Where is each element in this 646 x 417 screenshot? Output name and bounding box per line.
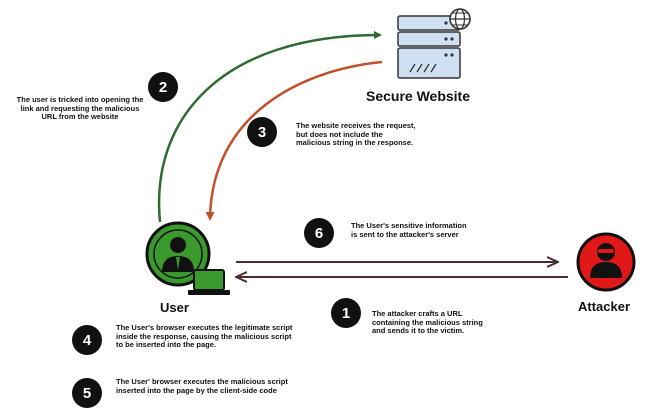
globe-icon: [449, 8, 471, 30]
laptop-icon: [188, 269, 230, 295]
step-6-badge: 6: [304, 218, 334, 248]
user-label: User: [160, 300, 189, 315]
step-4-badge: 4: [72, 325, 102, 355]
step-3-text: The website receives the request, but do…: [296, 121, 416, 147]
step-1-text: The attacker crafts a URL containing the…: [372, 309, 483, 335]
request-arrow: [157, 31, 382, 223]
user-avatar-icon: [145, 221, 211, 287]
attacker-label: Attacker: [578, 299, 631, 314]
step-2-badge: 2: [148, 72, 178, 102]
step-5-badge: 5: [72, 378, 102, 408]
step-3-badge: 3: [247, 117, 277, 147]
step-2-text: The user is tricked into opening the lin…: [16, 95, 144, 121]
attacker-avatar-icon: [576, 232, 636, 292]
response-arrow: [205, 60, 383, 221]
server-label: Secure Website: [366, 88, 471, 104]
step-5-text: The User' browser executes the malicious…: [116, 377, 288, 395]
server-icon: [397, 15, 461, 79]
step-4-text: The User's browser executes the legitima…: [116, 323, 293, 349]
step-6-text: The User's sensitive information is sent…: [351, 221, 467, 239]
step-1-badge: 1: [331, 298, 361, 328]
